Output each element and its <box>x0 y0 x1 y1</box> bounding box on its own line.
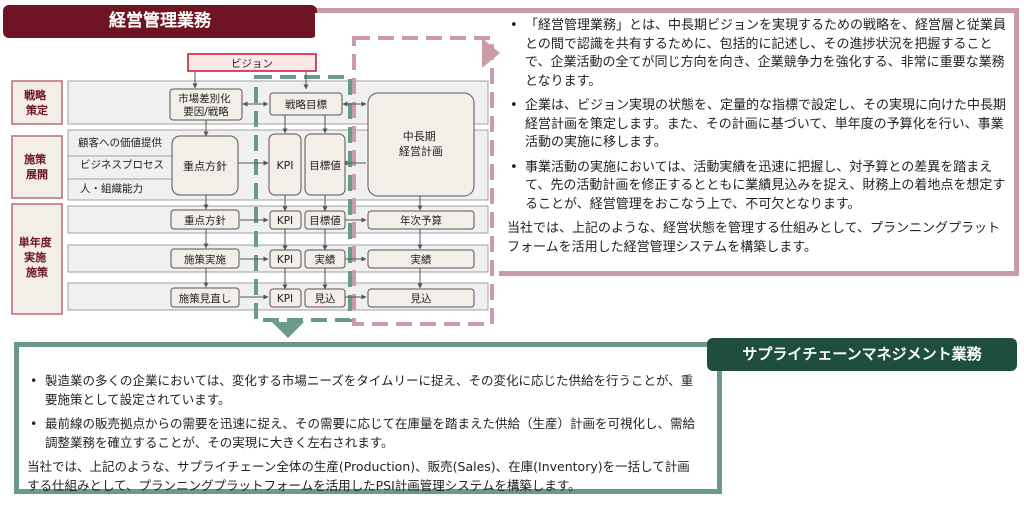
management-bullet: 「経営管理業務」とは、中長期ビジョンを実現するための戦略を、経営層と従業員との間… <box>507 17 1007 91</box>
kpi-box-execution <box>268 133 302 196</box>
target-value-box-execution <box>304 133 346 196</box>
strategic-objective-box <box>269 92 343 116</box>
perspective-process: ビジネスプロセス <box>80 159 164 171</box>
management-description: 「経営管理業務」とは、中長期ビジョンを実現するための戦略を、経営層と従業員との間… <box>507 17 1007 257</box>
scm-bullet: 製造業の多くの企業においては、変化する市場ニーズをタイムリーに捉え、その変化に応… <box>27 372 702 409</box>
management-bullet: 企業は、ビジョン実現の状態を、定量的な指標で設定し、その実現に向けた中長期経営計… <box>507 97 1007 153</box>
row-label-annual-1: 単年度 <box>19 235 53 249</box>
scm-bullet: 最前線の販売拠点からの需要を迅速に捉え、その需要に応じて在庫量を踏まえた供給（生… <box>27 415 702 452</box>
kpi-label: KPI <box>277 293 293 305</box>
market-strategy-line-2: 要因/戦略 <box>183 105 229 118</box>
svg-text:市場差別化 要因/戦略: 市場差別化 要因/戦略 <box>178 92 234 118</box>
right-arrow <box>482 38 500 68</box>
kpi-label: KPI <box>277 215 293 227</box>
kpi-label: KPI <box>276 159 293 172</box>
annual-focus-policy-label: 重点方針 <box>184 214 226 227</box>
annual-budget-label: 年次予算 <box>400 214 442 227</box>
management-title: 経営管理業務 <box>109 11 211 31</box>
management-diagram: 戦略 策定 施策 展開 単年度 実施 施策 顧客への価値提供 ビジネスプロセス … <box>11 13 500 338</box>
svg-text:単年度 実施 施策: 単年度 実施 施策 <box>19 235 56 279</box>
scm-summary: 当社では、上記のような、サプライチェーン全体の生産(Production)、販売… <box>27 459 690 493</box>
mid-long-plan-line-1: 中長期 <box>403 130 436 143</box>
row-header-execution <box>11 135 63 199</box>
plan-result-box <box>367 249 475 269</box>
kpi-column-frame <box>254 75 352 322</box>
forecast-label: 見込 <box>315 293 336 305</box>
plan-column-frame <box>352 36 494 326</box>
focus-policy-label: 重点方針 <box>183 159 227 173</box>
measure-execution-label: 施策実施 <box>184 253 226 266</box>
vision-box <box>187 53 317 72</box>
management-title-bar: 経営管理業務 <box>3 5 317 38</box>
perspective-customer: 顧客への価値提供 <box>78 136 162 149</box>
strategic-objective-label: 戦略目標 <box>285 98 327 111</box>
target-value-label: 目標値 <box>309 214 341 227</box>
svg-text:戦略 策定: 戦略 策定 <box>24 88 50 117</box>
row-label-strategy-1: 戦略 <box>24 88 47 102</box>
result-label: 実績 <box>315 253 336 266</box>
down-arrow <box>272 322 304 338</box>
target-value-label: 目標値 <box>309 159 341 172</box>
plan-forecast-label: 見込 <box>411 293 432 305</box>
target-value-box-budget <box>304 210 346 230</box>
mid-long-plan-box <box>367 92 475 197</box>
row-label-annual-2: 実施 <box>24 250 46 264</box>
measure-execution-box <box>170 248 240 269</box>
scm-title: サプライチェーンマネジメント業務 <box>742 345 982 363</box>
market-strategy-line-1: 市場差別化 <box>178 92 231 105</box>
market-strategy-box <box>169 88 243 121</box>
row-label-annual-3: 施策 <box>26 265 49 279</box>
svg-text:施策 展開: 施策 展開 <box>24 152 50 181</box>
svg-text:中長期 経営計画: 中長期 経営計画 <box>399 130 443 158</box>
svg-text:顧客への価値提供 ビジネスプロセス 人・組織: 顧客への価値提供 ビジネスプロセス 人・組織能力 <box>78 136 167 195</box>
mid-long-plan-line-2: 経営計画 <box>399 144 443 158</box>
row-label-execution-2: 展開 <box>25 168 48 181</box>
perspective-people: 人・組織能力 <box>80 182 143 195</box>
plan-forecast-box <box>367 288 475 308</box>
kpi-box-actual <box>269 249 302 269</box>
row-label-execution-1: 施策 <box>24 152 47 166</box>
result-box <box>304 249 346 269</box>
annual-budget-box <box>367 210 475 230</box>
scm-description: 製造業の多くの企業においては、変化する市場ニーズをタイムリーに捉え、その変化に応… <box>27 372 702 495</box>
measure-review-label: 施策見直し <box>179 292 232 305</box>
plan-result-label: 実績 <box>411 253 432 266</box>
focus-policy-box <box>171 135 239 196</box>
kpi-box-forecast <box>269 288 302 308</box>
kpi-label: KPI <box>277 254 293 266</box>
row-header-annual <box>11 203 63 315</box>
vision-label: ビジョン <box>231 58 273 70</box>
management-bullet: 事業活動の実施においては、活動実績を迅速に把握し、対予算との差異を踏まえて、先の… <box>507 159 1007 215</box>
management-summary: 当社では、上記のような、経営状態を管理する仕組みとして、プランニングプラットフォ… <box>507 221 1000 255</box>
kpi-box-budget <box>269 210 302 230</box>
annual-focus-policy-box <box>170 209 240 230</box>
forecast-box <box>304 288 346 308</box>
measure-review-box <box>170 287 240 308</box>
row-header-strategy <box>11 80 63 125</box>
scm-title-bar: サプライチェーンマネジメント業務 <box>707 338 1017 371</box>
row-label-strategy-2: 策定 <box>25 103 48 117</box>
